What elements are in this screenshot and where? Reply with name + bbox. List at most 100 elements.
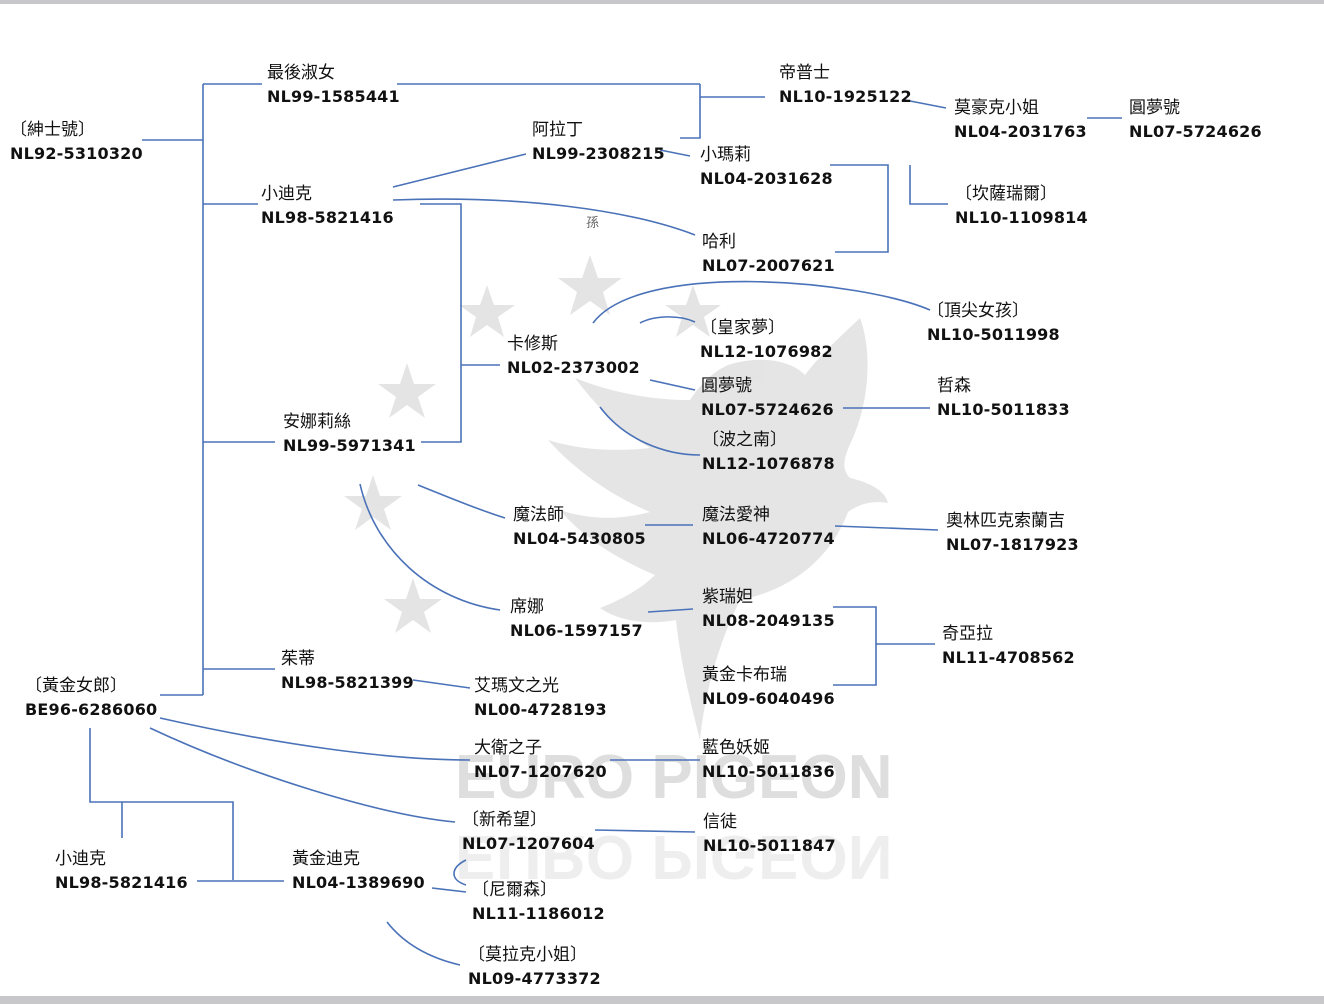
pedigree-node-miss-molak: 〔莫拉克小姐〕 NL09-4773372 xyxy=(468,943,601,991)
watermark-wordmark: EURO PIGEON xyxy=(455,743,893,812)
ring-number: NL98-5821416 xyxy=(261,208,394,227)
pedigree-node-last-lady: 最後淑女 NL99-1585441 xyxy=(267,61,400,109)
ring-number: NL11-1186012 xyxy=(472,904,605,923)
pedigree-node-zhesen: 哲森 NL10-5011833 xyxy=(937,374,1070,422)
pedigree-node-nielsen: 〔尼爾森〕 NL11-1186012 xyxy=(472,878,605,926)
pedigree-node-little-dick: 小迪克 NL98-5821416 xyxy=(55,847,188,895)
pigeon-name: 信徒 xyxy=(703,812,737,832)
pedigree-node-sina: 席娜 NL06-1597157 xyxy=(510,595,643,643)
pedigree-node-top-girl: 〔頂尖女孩〕 NL10-5011998 xyxy=(927,299,1060,347)
pedigree-node-dream: 圓夢號 NL07-5724626 xyxy=(1129,96,1262,144)
pigeon-name: 〔波之南〕 xyxy=(702,430,787,450)
ring-number: NL10-1109814 xyxy=(955,208,1088,227)
ring-number: NL04-2031628 xyxy=(700,169,833,188)
ring-number: NL04-1389690 xyxy=(292,873,425,892)
ring-number: NL00-4728193 xyxy=(474,700,607,719)
pigeon-name: 小迪克 xyxy=(261,184,312,204)
pedigree-node-kasius: 卡修斯 NL02-2373002 xyxy=(507,332,640,380)
ring-number: NL04-5430805 xyxy=(513,529,646,548)
connector-line xyxy=(392,198,696,236)
pigeon-name: 〔頂尖女孩〕 xyxy=(927,301,1029,321)
annotation-label: 孫 xyxy=(586,216,600,231)
connector-line xyxy=(453,859,467,886)
pigeon-name: 黃金迪克 xyxy=(292,849,360,869)
pedigree-node-golden-kabru: 黃金卡布瑞 NL09-6040496 xyxy=(702,663,835,711)
connector-line xyxy=(833,606,877,686)
pigeon-name: 帝普士 xyxy=(779,63,830,83)
pigeon-name: 〔皇家夢〕 xyxy=(700,318,785,338)
connector-line xyxy=(89,728,234,880)
connector-line xyxy=(834,525,939,531)
star-icon xyxy=(459,285,515,337)
pigeon-name: 哈利 xyxy=(702,232,736,252)
pedigree-node-olympic: 奧林匹克索蘭吉 NL07-1817923 xyxy=(946,509,1079,557)
watermark-wordmark-mirrored: EURO PIGEON xyxy=(455,822,893,891)
pigeon-name: 紫瑞妲 xyxy=(702,587,753,607)
ring-number: NL10-5011833 xyxy=(937,400,1070,419)
pedigree-node-dream: 圓夢號 NL07-5724626 xyxy=(701,374,834,422)
pigeon-name: 〔坎薩瑞爾〕 xyxy=(955,184,1057,204)
dove-icon xyxy=(548,318,888,740)
pedigree-node-believer: 信徒 NL10-5011847 xyxy=(703,810,836,858)
connector-line xyxy=(412,679,471,689)
pigeon-name: 奧林匹克索蘭吉 xyxy=(946,511,1065,531)
ring-number: NL10-5011847 xyxy=(703,836,836,855)
ring-number: NL02-2373002 xyxy=(507,358,640,377)
pigeon-name: 哲森 xyxy=(937,376,971,396)
ring-number: NL04-2031763 xyxy=(954,122,1087,141)
star-icon xyxy=(558,255,622,315)
connector-line xyxy=(830,164,889,253)
ring-number: NL99-1585441 xyxy=(267,87,400,106)
pigeon-name: 圓夢號 xyxy=(701,376,752,396)
ring-number: NL07-1817923 xyxy=(946,535,1079,554)
ring-number: NL06-1597157 xyxy=(510,621,643,640)
ring-number: NL09-4773372 xyxy=(468,969,601,988)
top-frame-border xyxy=(0,0,1324,4)
pedigree-node-tipsy: 帝普士 NL10-1925122 xyxy=(779,61,912,109)
pigeon-name: 圓夢號 xyxy=(1129,98,1180,118)
pedigree-node-blue-fairy: 藍色妖姬 NL10-5011836 xyxy=(702,736,835,784)
pigeon-name: 〔紳士號〕 xyxy=(10,120,95,140)
ring-number: NL10-1925122 xyxy=(779,87,912,106)
pedigree-node-aimawen: 艾瑪文之光 NL00-4728193 xyxy=(474,674,607,722)
ring-number: NL07-5724626 xyxy=(701,400,834,419)
star-icon xyxy=(378,363,436,418)
connector-line xyxy=(431,887,467,893)
pedigree-node-son-of-david: 大衛之子 NL07-1207620 xyxy=(474,736,607,784)
pedigree-node-annalise: 安娜莉絲 NL99-5971341 xyxy=(283,410,416,458)
connector-line xyxy=(417,484,506,519)
pigeon-name: 艾瑪文之光 xyxy=(474,676,559,696)
connector-line xyxy=(909,165,948,205)
pigeon-name: 莫豪克小姐 xyxy=(954,98,1039,118)
ring-number: NL10-5011998 xyxy=(927,325,1060,344)
pigeon-name: 小瑪莉 xyxy=(700,145,751,165)
pigeon-name: 魔法愛神 xyxy=(702,505,770,525)
pedigree-node-golden-lady: 〔黃金女郎〕 BE96-6286060 xyxy=(25,674,157,722)
pedigree-node-tianti: 茱蒂 NL98-5821399 xyxy=(281,647,414,695)
ring-number: NL12-1076982 xyxy=(700,342,833,361)
ring-number: NL98-5821399 xyxy=(281,673,414,692)
pedigree-node-zirui: 紫瑞妲 NL08-2049135 xyxy=(702,585,835,633)
pedigree-node-aladdin: 阿拉丁 NL99-2308215 xyxy=(532,118,665,166)
pigeon-name: 席娜 xyxy=(510,597,544,617)
pigeon-name: 〔黃金女郎〕 xyxy=(25,676,127,696)
pigeon-name: 〔尼爾森〕 xyxy=(472,880,557,900)
connector-line xyxy=(904,99,947,109)
ring-number: NL07-5724626 xyxy=(1129,122,1262,141)
pigeon-name: 魔法師 xyxy=(513,505,564,525)
ring-number: NL07-1207620 xyxy=(474,762,607,781)
pedigree-node-royal-dream: 〔皇家夢〕 NL12-1076982 xyxy=(700,316,833,364)
connector-line xyxy=(639,316,696,324)
pedigree-node-little-dick: 小迪克 NL98-5821416 xyxy=(261,182,394,230)
connector-line xyxy=(659,149,691,157)
connector-line xyxy=(649,379,696,391)
connector-line xyxy=(392,153,527,188)
ring-number: BE96-6286060 xyxy=(25,700,158,719)
ring-number: NL99-5971341 xyxy=(283,436,416,455)
pigeon-name: 阿拉丁 xyxy=(532,120,583,140)
star-icon xyxy=(665,285,721,337)
pedigree-node-bozhinan: 〔波之南〕 NL12-1076878 xyxy=(702,428,835,476)
ring-number: NL92-5310320 xyxy=(10,144,143,163)
